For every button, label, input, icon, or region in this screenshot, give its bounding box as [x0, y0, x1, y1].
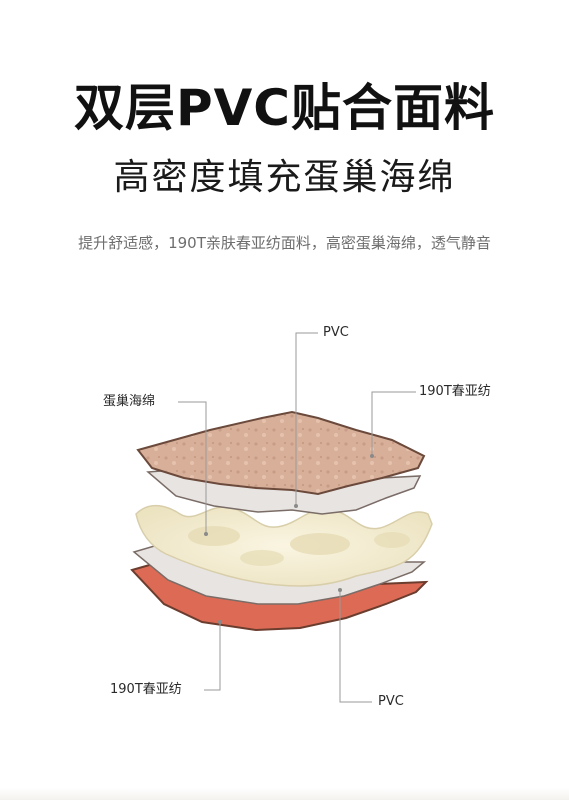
anchor-dot-fabric-top	[370, 454, 374, 458]
anchor-dot-pvc-bottom	[338, 588, 342, 592]
layer-stack-illustration	[130, 332, 433, 703]
bottom-divider	[0, 788, 569, 800]
leader-line-fabric-bottom	[204, 622, 221, 691]
label-pvc-top: PVC	[323, 325, 349, 340]
label-fabric-bottom: 190T春亚纺	[110, 682, 182, 697]
page-subtitle: 高密度填充蛋巢海绵	[113, 157, 456, 198]
page-title: 双层PVC贴合面料	[73, 79, 496, 137]
label-pvc-bottom: PVC	[378, 694, 404, 709]
leader-line-sponge	[178, 401, 207, 534]
anchor-dot-pvc-top	[294, 504, 298, 508]
top-fabric-layer	[136, 410, 426, 496]
layer-diagram: PVC 190T春亚纺 蛋巢海绵 190T春亚纺 PVC	[0, 300, 569, 760]
leader-line-pvc-bottom	[339, 590, 372, 703]
leader-line-fabric-top	[371, 391, 416, 456]
anchor-dot-sponge	[204, 532, 208, 536]
feature-description: 提升舒适感，190T亲肤春亚纺面料，高密蛋巢海绵，透气静音	[78, 234, 491, 252]
label-fabric-top: 190T春亚纺	[419, 384, 491, 399]
leader-line-pvc-top	[295, 332, 318, 506]
anchor-dot-fabric-bottom	[218, 620, 222, 624]
label-sponge: 蛋巢海绵	[103, 394, 156, 409]
